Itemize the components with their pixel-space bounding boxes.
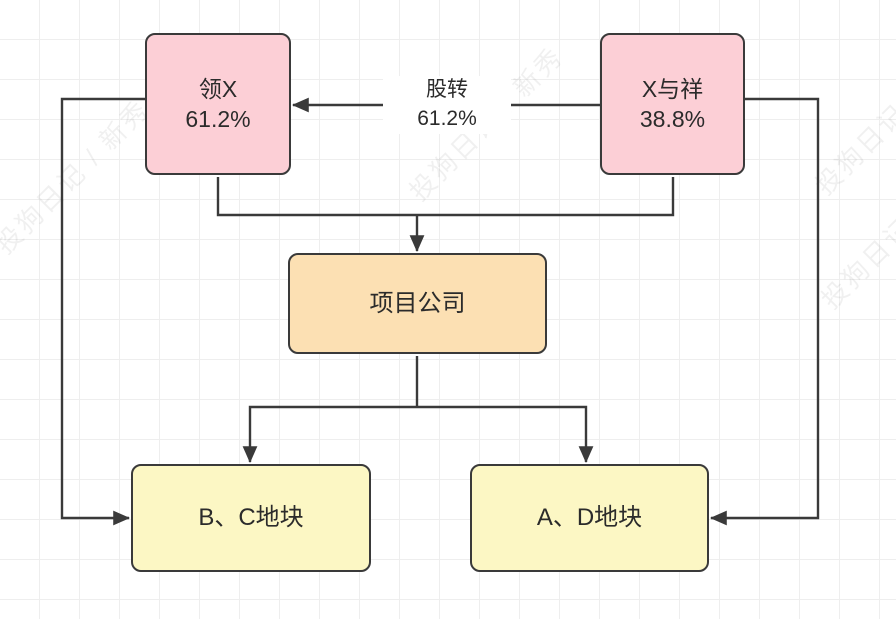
- edge-xyuxiang-to-project: [417, 177, 675, 217]
- edge-lingx-to-bc: [60, 97, 145, 526]
- node-shareholder-lingx[interactable]: 领X 61.2%: [145, 33, 291, 175]
- node-lingx-name: 领X: [198, 75, 238, 102]
- edge-project-to-ad: [417, 405, 594, 464]
- edge-label-transfer-line2: 61.2%: [417, 106, 477, 130]
- node-project-company[interactable]: 项目公司: [288, 253, 547, 354]
- edge-xyuxiang-to-ad: [709, 97, 820, 526]
- edge-label-transfer: 股转 61.2%: [383, 76, 511, 134]
- node-xyuxiang-name: X与祥: [641, 75, 704, 102]
- node-parcel-ad[interactable]: A、D地块: [470, 464, 709, 572]
- edge-project-to-bc: [242, 405, 417, 464]
- node-parcel-bc[interactable]: B、C地块: [131, 464, 371, 572]
- node-shareholder-xyuxiang[interactable]: X与祥 38.8%: [600, 33, 745, 175]
- edge-lingx-to-project: [216, 177, 417, 217]
- node-project-label: 项目公司: [369, 289, 466, 317]
- edge-label-transfer-line1: 股转: [426, 78, 468, 101]
- node-ad-label: A、D地块: [536, 504, 643, 532]
- node-lingx-share: 61.2%: [185, 106, 251, 132]
- node-bc-label: B、C地块: [198, 504, 304, 532]
- node-xyuxiang-share: 38.8%: [639, 106, 706, 132]
